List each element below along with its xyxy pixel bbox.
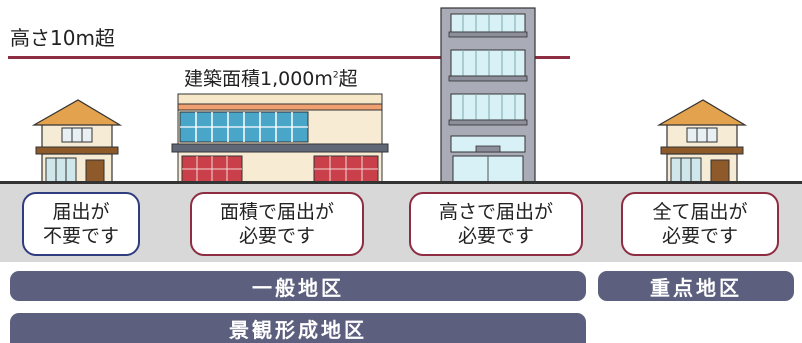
bubble-line: 必要です [661,225,738,247]
height-threshold-line [8,56,570,59]
bubble-all-required: 全て届出が 必要です [621,192,779,256]
store-building [171,93,389,183]
bubble-line: 届出が [52,201,110,223]
buildings-illustration [31,7,748,183]
bubble-not-required: 届出が 不要です [22,192,140,256]
area-threshold-suffix: 超 [338,68,358,90]
bubble-area-required: 面積で届出が 必要です [190,192,364,256]
tall-building [440,7,536,183]
height-threshold-label: 高さ10m超 [10,26,115,50]
bubble-line: 不要です [42,225,119,247]
area-threshold-value: 建築面積1,000m [184,68,333,90]
area-threshold-label: 建築面積1,000m2超 [184,70,358,89]
bubble-line: 高さで届出が [438,201,553,223]
area-threshold-unit-exponent: 2 [332,70,339,81]
bubble-height-required: 高さで届出が 必要です [409,192,583,256]
bubble-line: 面積で届出が [219,201,334,223]
ground-line [0,181,802,184]
small-house-left [31,99,123,183]
general-district-bar: 一般地区 [10,271,586,301]
bubble-line: 必要です [457,225,534,247]
landscape-district-bar: 景観形成地区 [10,313,586,343]
bubble-line: 必要です [238,225,315,247]
priority-district-bar: 重点地区 [598,271,794,301]
small-house-right [656,99,748,183]
bubble-line: 全て届出が [652,201,748,223]
